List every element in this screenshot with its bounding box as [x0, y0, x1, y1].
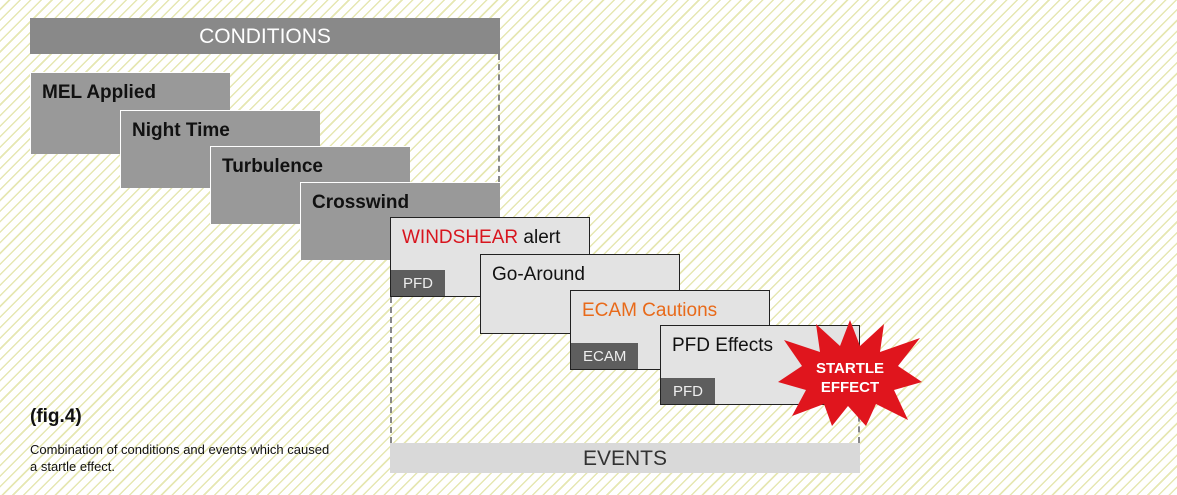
events-banner: EVENTS: [390, 443, 860, 473]
condition-label: Night Time: [132, 120, 230, 141]
figure-caption: Combination of conditions and events whi…: [30, 442, 330, 474]
event-label: WINDSHEAR alert: [402, 227, 560, 249]
events-right-dashed-line: [858, 405, 860, 443]
startle-line2: EFFECT: [820, 379, 880, 396]
condition-label: Turbulence: [222, 156, 323, 177]
pfd-tag: PFD: [661, 378, 715, 404]
event-label: PFD Effects: [672, 335, 774, 356]
conditions-right-dashed-line: [498, 54, 500, 182]
figure-label: (fig.4): [30, 406, 82, 427]
event-label: ECAM Cautions: [582, 300, 717, 322]
event-label: Go-Around: [492, 264, 585, 285]
startle-line1: STARTLE: [815, 360, 885, 377]
windshear-highlight: WINDSHEAR: [402, 227, 519, 248]
alert-text: alert: [518, 227, 561, 248]
events-left-dashed-line: [390, 297, 392, 443]
startle-effect-label: STARTLE EFFECT: [776, 359, 924, 397]
pfd-tag: PFD: [391, 270, 445, 296]
condition-label: MEL Applied: [42, 82, 156, 103]
ecam-cautions-highlight: ECAM Cautions: [582, 300, 718, 321]
conditions-banner: CONDITIONS: [30, 18, 500, 54]
condition-label: Crosswind: [312, 192, 410, 213]
startle-burst-icon: [778, 320, 922, 426]
ecam-tag: ECAM: [571, 343, 639, 369]
